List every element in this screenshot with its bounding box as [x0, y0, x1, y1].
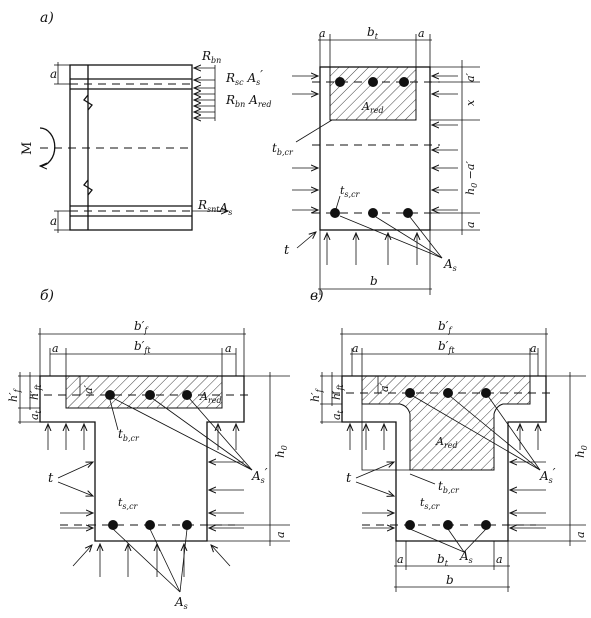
- dim-a-prime: a′: [464, 72, 477, 82]
- dim-a-right: a: [225, 342, 232, 355]
- label-tbcr: tb,cr: [272, 141, 294, 157]
- label-tscr: ts,cr: [420, 496, 441, 511]
- force-rsc-as-prime: Rsc As′: [225, 68, 263, 87]
- dim-a-left: a: [319, 27, 326, 40]
- area-ared: Ared: [361, 100, 384, 115]
- dim-a-bottom: a: [574, 531, 587, 538]
- dim-b: b: [370, 274, 378, 288]
- dim-bt: bt: [437, 552, 449, 568]
- compression-stress-arrows: [192, 65, 228, 211]
- dim-bf: b′f: [134, 319, 149, 335]
- label-t: t: [48, 471, 54, 486]
- panel-c-label: в): [310, 288, 324, 304]
- dim-a-bottom: a: [274, 531, 287, 538]
- dim-h0: h0: [573, 445, 589, 458]
- area-ared: Ared: [199, 390, 222, 405]
- dim-hft: h′ft: [330, 383, 345, 400]
- dim-a-bottom: a: [50, 214, 57, 228]
- area-ared: Ared: [435, 435, 458, 450]
- label-as: As: [459, 549, 473, 565]
- force-rsnt-as: RsntAs: [197, 198, 232, 217]
- dim-h0-minus-a: h0 −a′: [464, 161, 479, 195]
- label-as: As: [174, 595, 188, 611]
- dim-at: at: [28, 409, 43, 420]
- label-tscr: ts,cr: [340, 184, 361, 199]
- label-tbcr: tb,cr: [438, 479, 460, 495]
- dim-a-prime: a′: [378, 382, 391, 392]
- moment-label: M: [20, 142, 35, 155]
- shear-arrows-right: [432, 76, 458, 210]
- dim-b: b: [446, 573, 454, 587]
- shear-arrows-left: [292, 76, 318, 210]
- dim-a-bl: a: [397, 553, 404, 566]
- dim-a-bottom-right: a: [464, 221, 477, 228]
- dim-hf: h′f: [309, 387, 324, 402]
- panel-b-label: б): [40, 288, 54, 304]
- dim-at: at: [330, 409, 345, 420]
- dim-a-top: a: [50, 67, 57, 81]
- force-rbn: Rbn: [201, 49, 221, 65]
- dim-bf: b′f: [438, 319, 453, 335]
- dim-x: x: [464, 99, 477, 106]
- label-tscr: ts,cr: [118, 496, 139, 511]
- panel-c-section: b′f b′ft a a h′f h′ft at a′ h0 a a bt a …: [309, 319, 589, 592]
- label-as: As: [443, 257, 457, 273]
- stress-arrows: [350, 424, 546, 528]
- vertical-arrows-bottom: [327, 233, 417, 265]
- dim-hf: h′f: [7, 387, 22, 402]
- label-tbcr: tb,cr: [118, 427, 140, 443]
- dim-a-left: a: [352, 342, 359, 355]
- dim-bt: bt: [367, 25, 379, 41]
- label-as-prime: As′: [539, 466, 556, 485]
- label-t: t: [346, 471, 352, 486]
- label-t: t: [284, 243, 290, 258]
- force-rbn-ared: Rbn Ared: [225, 93, 272, 109]
- dim-a-left: a: [52, 342, 59, 355]
- dim-h0: h0: [273, 445, 289, 458]
- dim-hft: h′ft: [28, 383, 43, 400]
- dim-bft: b′ft: [134, 339, 151, 355]
- label-as-prime: As′: [251, 466, 268, 485]
- dim-a-prime: a′: [82, 384, 95, 394]
- dim-bft: b′ft: [438, 339, 455, 355]
- panel-a-section: a bt a b a′ x h0 −a′ a: [272, 25, 480, 295]
- panel-b-section: b′f b′ft a a h′f h′ft at a′ h0 a Ared tb…: [7, 319, 290, 611]
- dim-a-br: a: [496, 553, 503, 566]
- panel-a-label: а): [40, 10, 54, 26]
- stress-arrows: [48, 424, 244, 577]
- panel-a-elevation: a a M Rbn Rsc As′ Rbn Ared RsntAs: [20, 49, 272, 233]
- dim-a-right: a: [530, 342, 537, 355]
- dim-a-right: a: [418, 27, 425, 40]
